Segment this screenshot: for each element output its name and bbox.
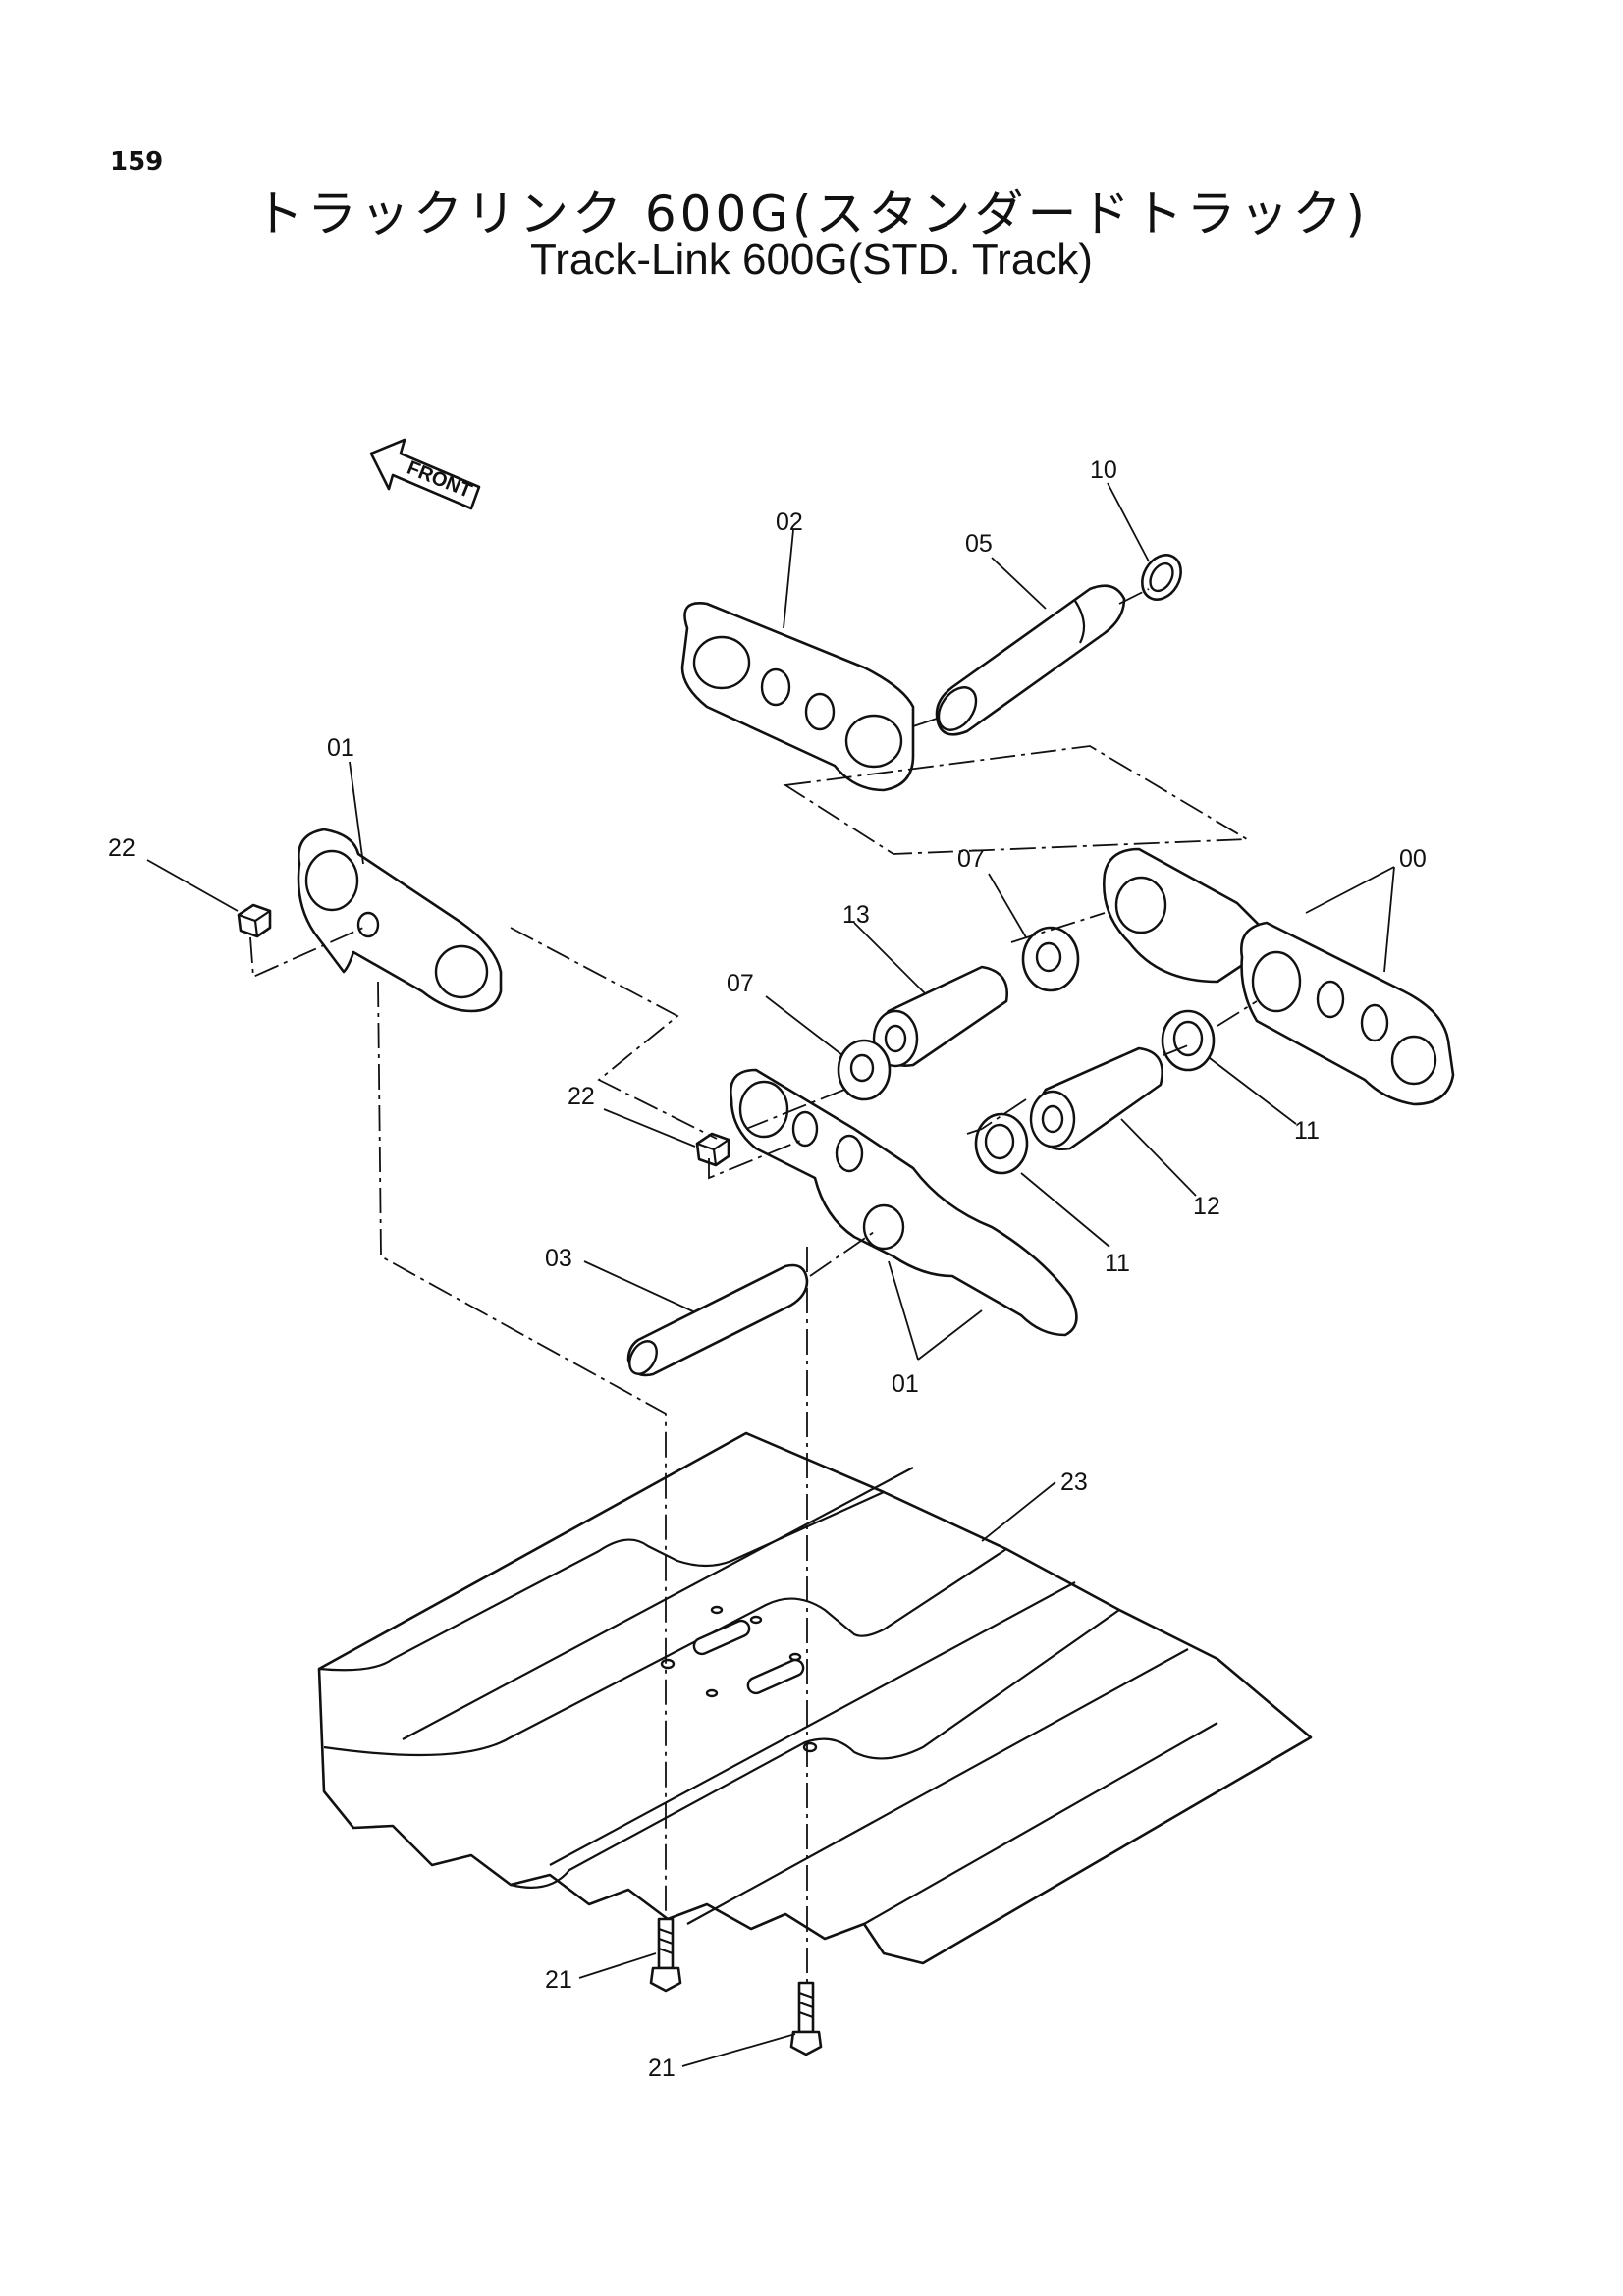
spacer-07-lower <box>837 1039 892 1101</box>
bushing-12 <box>1029 1046 1163 1151</box>
callout-10: 10 <box>1090 456 1117 484</box>
track-pin-03 <box>626 1263 809 1377</box>
leader-lines <box>146 482 1395 2067</box>
callout-11-lower: 11 <box>1105 1250 1130 1277</box>
nut-22-upper <box>237 903 272 938</box>
callout-23: 23 <box>1060 1468 1088 1496</box>
callout-07-upper: 07 <box>957 845 985 873</box>
callout-01-upper: 01 <box>327 734 354 762</box>
track-pin-05 <box>935 584 1126 736</box>
callout-21-left: 21 <box>545 1966 572 1994</box>
snap-ring-10 <box>1141 554 1182 601</box>
callout-02: 02 <box>776 508 803 536</box>
callout-00: 00 <box>1399 845 1427 873</box>
callout-11-right: 11 <box>1294 1117 1320 1145</box>
callout-13: 13 <box>842 901 870 929</box>
bushing-13 <box>872 965 1009 1068</box>
callout-07-lower: 07 <box>727 970 754 997</box>
callout-22-upper: 22 <box>108 834 135 862</box>
title-japanese: トラックリンク 600G(スタンダードトラック) <box>253 186 1370 242</box>
callout-21-right: 21 <box>648 2055 676 2082</box>
seal-11-upper <box>1161 1009 1216 1072</box>
page-number: 159 <box>110 147 164 177</box>
callout-01-lower: 01 <box>892 1370 919 1398</box>
track-link-01-left <box>297 828 503 1013</box>
spacer-07-upper <box>1021 926 1080 992</box>
track-shoe <box>317 1431 1313 1965</box>
bolt-21-left <box>649 1917 682 1993</box>
track-link-01-center <box>729 1068 1078 1337</box>
seal-11-lower <box>974 1112 1029 1175</box>
callout-22-lower: 22 <box>568 1083 595 1110</box>
track-link-00 <box>1103 847 1455 1106</box>
title-english: Track-Link 600G(STD. Track) <box>530 236 1093 284</box>
bolt-21-right <box>789 1981 823 2056</box>
front-arrow-icon: FRONT <box>369 438 481 510</box>
callout-labels: 10 02 05 01 22 07 00 13 07 22 11 12 11 0… <box>108 456 1427 2082</box>
callout-03: 03 <box>545 1245 572 1272</box>
assembly-lines <box>249 588 1258 1983</box>
nut-22-lower <box>695 1132 730 1167</box>
track-link-02 <box>680 601 915 792</box>
callout-05: 05 <box>965 530 993 558</box>
callout-12: 12 <box>1193 1193 1220 1220</box>
